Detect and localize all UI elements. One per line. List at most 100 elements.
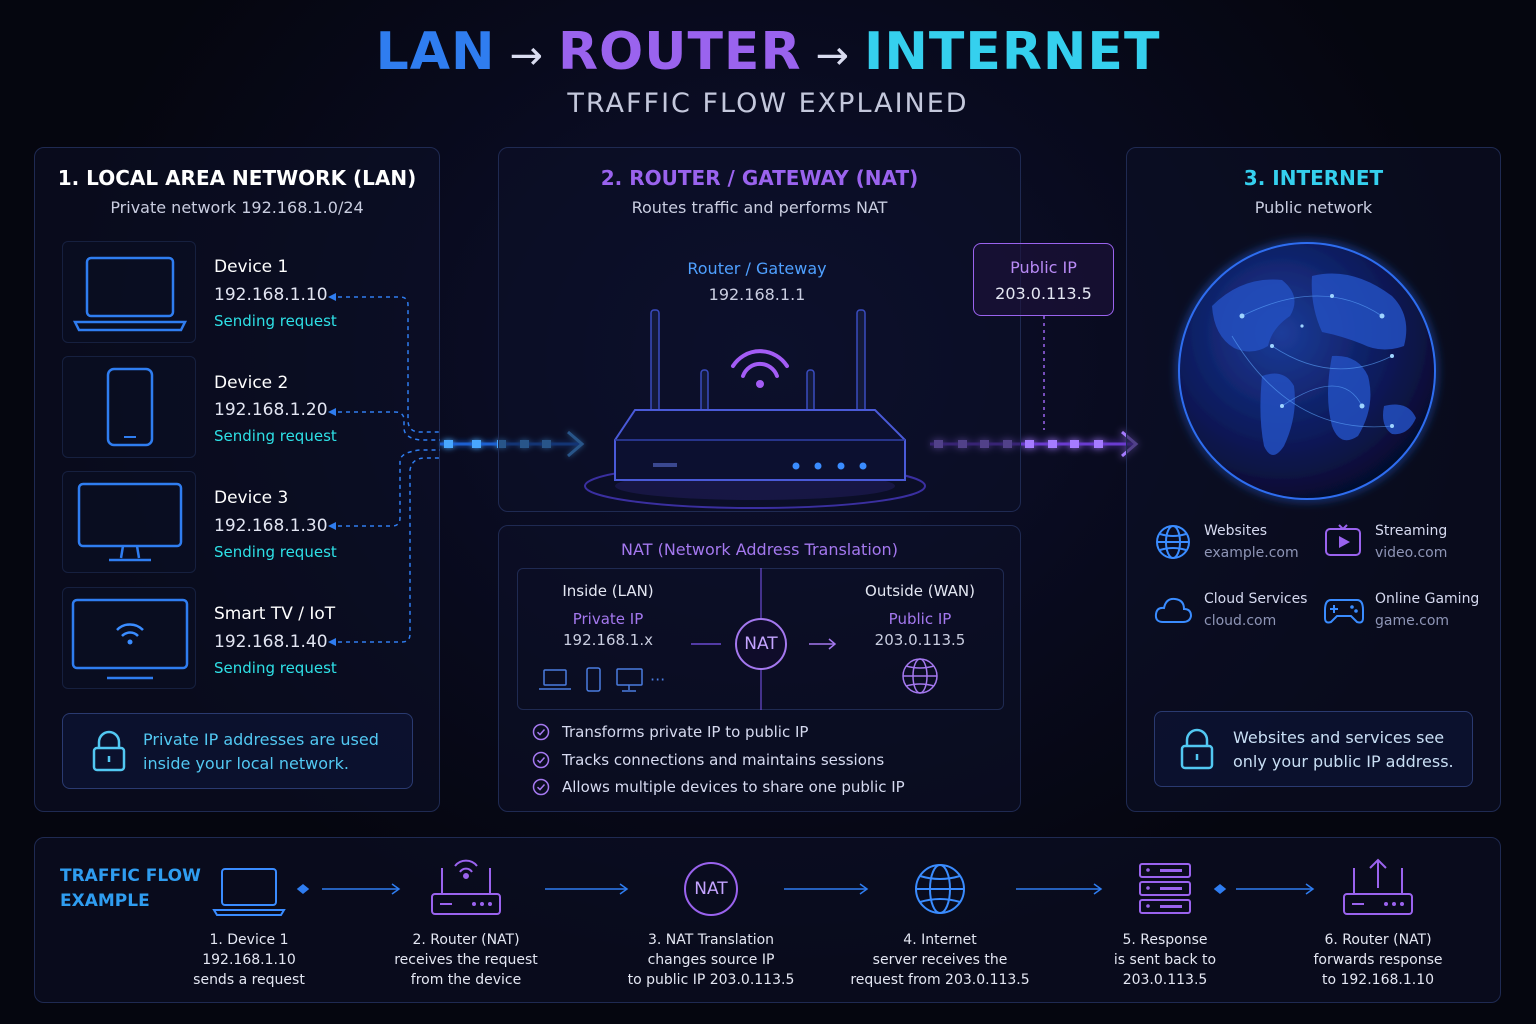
flow-step-line: receives the request [394,952,538,968]
check-icon [532,778,550,796]
device-card-1[interactable] [62,241,196,343]
globe-illustration [1178,242,1436,500]
flow-step-line: 6. Router (NAT) [1324,932,1432,948]
internet-note: Websites and services see only your publ… [1154,711,1473,787]
router-subtitle: Routes traffic and performs NAT [631,198,888,217]
public-ip-box: Public IP 203.0.113.5 [973,243,1114,316]
cloud-icon [1154,597,1193,623]
title-router: ROUTER [557,22,802,82]
wifi-icon [731,349,789,388]
title-internet: INTERNET [864,22,1161,82]
flow-step-line: 2. Router (NAT) [412,932,520,948]
lan-title: 1. LOCAL AREA NETWORK (LAN) [57,166,417,190]
lan-note: Private IP addresses are used inside you… [62,713,413,789]
flow-step-line: from the device [410,972,522,988]
lock-icon [92,730,126,772]
device-name: Smart TV / IoT [214,604,336,624]
nat-outside-label: Public IP [888,610,952,628]
router-device-label: Router / Gateway [687,259,827,278]
service-host: example.com [1204,545,1299,561]
device-card-2[interactable] [62,356,196,458]
service-host: game.com [1375,613,1450,629]
nat-inside-label: Private IP [572,610,644,628]
router-device-ip: 192.168.1.1 [708,285,806,304]
service-name: Websites [1204,523,1268,539]
nat-outside-ip: 203.0.113.5 [874,631,966,649]
device-status: Sending request [214,427,337,445]
flow-step-line: 192.168.1.10 [202,952,296,968]
gamepad-icon [1324,599,1364,624]
device-name: Device 1 [214,257,289,277]
nat-title: NAT (Network Address Translation) [621,540,898,559]
flow-step-line: 5. Response [1122,932,1208,948]
device-ip: 192.168.1.10 [214,285,328,305]
monitor-icon [77,482,183,562]
monitor-icon [616,668,643,692]
flow-step-line: is sent back to [1113,952,1217,968]
laptop-icon [72,256,188,332]
title-arrow: → [815,33,851,79]
lan-subtitle: Private network 192.168.1.0/24 [110,198,364,217]
nat-outside-title: Outside (WAN) [865,582,975,600]
internet-subtitle: Public network [1254,198,1373,217]
device-status: Sending request [214,312,337,330]
check-icon [532,751,550,769]
flow-step-2: 2. Router (NAT) receives the request fro… [371,930,561,990]
internet-title: 3. INTERNET [1243,166,1384,190]
globe-icon [902,658,938,694]
flow-step-6: 6. Router (NAT) forwards response to 192… [1283,930,1473,990]
title-arrow: → [509,33,544,79]
internet-note-line-1: Websites and services see [1233,728,1445,747]
nat-bullet: Allows multiple devices to share one pub… [562,778,905,796]
phone-icon [106,367,154,447]
nat-bullet: Tracks connections and maintains session… [562,751,885,769]
globe-icon [1156,525,1190,559]
play-icon [1325,524,1361,556]
service-name: Online Gaming [1375,591,1480,607]
device-name: Device 3 [214,488,289,508]
device-status: Sending request [214,659,337,677]
lock-icon [1180,728,1214,770]
flow-step-line: 4. Internet [903,932,977,948]
flow-step-1: 1. Device 1 192.168.1.10 sends a request [154,930,344,990]
flow-step-5: 5. Response is sent back to 203.0.113.5 [1070,930,1260,990]
page-title: LAN → ROUTER → INTERNET [0,22,1536,82]
flow-step-line: to 192.168.1.10 [1321,972,1435,988]
device-ip: 192.168.1.30 [214,516,328,536]
flow-step-line: 203.0.113.5 [1122,972,1208,988]
public-ip-label: Public IP [1010,258,1077,277]
device-name: Device 2 [214,373,289,393]
device-ip: 192.168.1.20 [214,400,328,420]
page-subtitle: TRAFFIC FLOW EXPLAINED [567,88,969,119]
nat-bullet: Transforms private IP to public IP [562,723,809,741]
internet-note-line-2: only your public IP address. [1233,752,1454,771]
nat-badge: NAT [744,634,778,654]
flow-step-line: sends a request [193,972,305,988]
device-ip: 192.168.1.40 [214,632,328,652]
nat-more-devices: ··· [650,670,666,689]
phone-icon [586,667,601,692]
service-name: Cloud Services [1204,591,1308,607]
device-status: Sending request [214,543,337,561]
flow-step-line: 3. NAT Translation [647,932,775,948]
flow-step-line: request from 203.0.113.5 [850,972,1030,988]
device-card-4[interactable] [62,587,196,689]
flow-step-line: to public IP 203.0.113.5 [627,972,795,988]
public-ip-value: 203.0.113.5 [995,284,1092,303]
flow-step-3: 3. NAT Translation changes source IP to … [616,930,806,990]
service-name: Streaming [1375,523,1448,539]
router-title: 2. ROUTER / GATEWAY (NAT) [600,166,919,190]
flow-step-line: server receives the [872,952,1008,968]
device-card-3[interactable] [62,471,196,573]
title-lan: LAN [375,22,496,82]
service-host: video.com [1375,545,1448,561]
flow-title-line-2: EXAMPLE [60,891,150,911]
flow-step-line: forwards response [1313,952,1443,968]
flow-step-line: changes source IP [647,952,775,968]
lan-note-line-2: inside your local network. [143,754,349,773]
tv-icon [71,598,189,680]
router-illustration [584,309,926,509]
nat-diagram-graphics [539,568,938,710]
flow-step-line: 1. Device 1 [209,932,289,948]
flow-step-4: 4. Internet server receives the request … [845,930,1035,990]
